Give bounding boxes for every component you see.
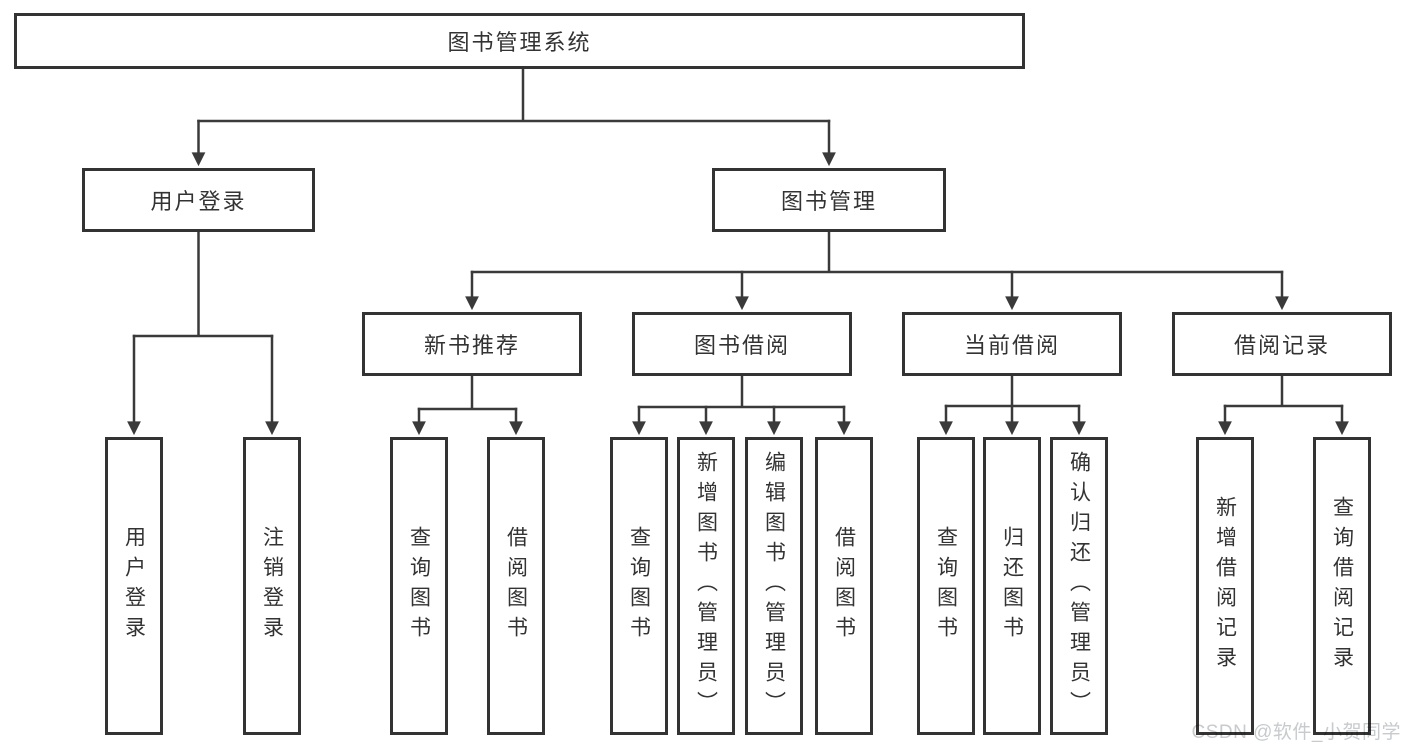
leaf-borrow-book: 借阅图书 [815, 437, 873, 735]
leaf-confirm-return-admin: 确认归还（管理员） [1050, 437, 1108, 735]
leaf-edit-book-admin-label: 编辑图书（管理员） [762, 451, 786, 721]
csdn-watermark: CSDN @软件_小贺同学 [1191, 722, 1401, 743]
leaf-add-book-admin-label: 新增图书（管理员） [694, 451, 718, 721]
leaf-logout: 注销登录 [243, 437, 301, 735]
leaf-add-borrow-record: 新增借阅记录 [1196, 437, 1254, 735]
leaf-edit-book-admin: 编辑图书（管理员） [745, 437, 803, 735]
leaf-logout-label: 注销登录 [260, 526, 284, 646]
node-current-borrow: 当前借阅 [902, 312, 1122, 376]
leaf-query-book-current: 查询图书 [917, 437, 975, 735]
node-user-login-label: 用户登录 [150, 189, 247, 214]
node-book-borrow: 图书借阅 [632, 312, 852, 376]
leaf-user-login: 用户登录 [105, 437, 163, 735]
leaf-borrow-book-recommend-label: 借阅图书 [504, 526, 528, 646]
leaf-query-borrow-record-label: 查询借阅记录 [1330, 496, 1354, 676]
leaf-query-borrow-record: 查询借阅记录 [1313, 437, 1371, 735]
node-book-management-label: 图书管理 [780, 189, 877, 214]
node-new-book-recommend: 新书推荐 [362, 312, 582, 376]
node-book-borrow-label: 图书借阅 [693, 333, 790, 358]
node-book-management: 图书管理 [712, 168, 946, 232]
node-current-borrow-label: 当前借阅 [963, 333, 1060, 358]
leaf-query-book-recommend: 查询图书 [390, 437, 448, 735]
leaf-add-borrow-record-label: 新增借阅记录 [1213, 496, 1237, 676]
leaf-query-book-borrow-label: 查询图书 [627, 526, 651, 646]
node-root-system-label: 图书管理系统 [447, 30, 592, 55]
node-root-system: 图书管理系统 [14, 13, 1025, 69]
leaf-confirm-return-admin-label: 确认归还（管理员） [1067, 451, 1091, 721]
leaf-query-book-current-label: 查询图书 [934, 526, 958, 646]
leaf-borrow-book-label: 借阅图书 [832, 526, 856, 646]
leaf-user-login-label: 用户登录 [122, 526, 146, 646]
node-user-login: 用户登录 [82, 168, 315, 232]
node-new-book-recommend-label: 新书推荐 [423, 333, 520, 358]
leaf-return-book-label: 归还图书 [1000, 526, 1024, 646]
leaf-add-book-admin: 新增图书（管理员） [677, 437, 735, 735]
leaf-query-book-recommend-label: 查询图书 [407, 526, 431, 646]
node-borrow-records-label: 借阅记录 [1233, 333, 1330, 358]
leaf-return-book: 归还图书 [983, 437, 1041, 735]
leaf-borrow-book-recommend: 借阅图书 [487, 437, 545, 735]
node-borrow-records: 借阅记录 [1172, 312, 1392, 376]
leaf-query-book-borrow: 查询图书 [610, 437, 668, 735]
